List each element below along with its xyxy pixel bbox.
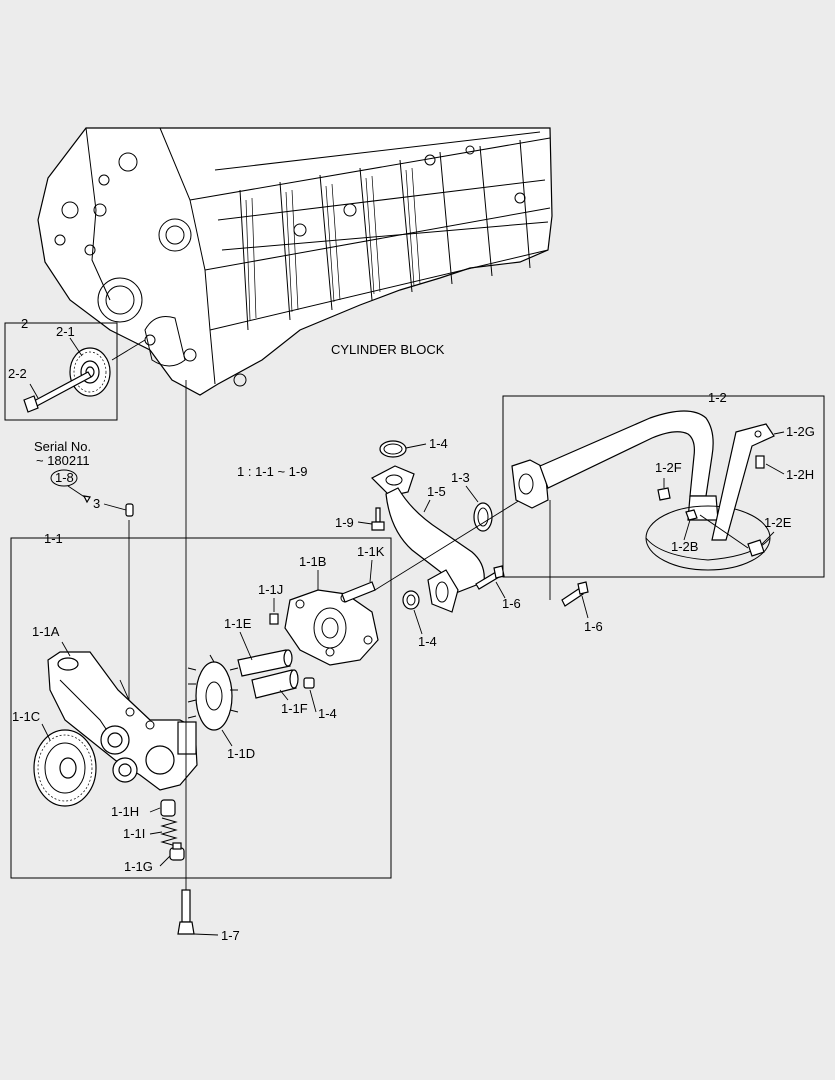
- callout-1-2B: 1-2B: [671, 539, 698, 554]
- bolt-1-7: [177, 889, 195, 935]
- o-ring-1-4-top: [379, 440, 407, 458]
- cylinder-block-drawing: CYLINDER BLOCK: [37, 127, 553, 396]
- callout-1-2: 1-2: [708, 390, 727, 405]
- plug-3: [125, 503, 134, 517]
- group-2-box: [4, 322, 118, 421]
- callout-1-1H: 1-1H: [111, 804, 139, 819]
- callout-3: 3: [93, 496, 100, 511]
- callout-1-2G: 1-2G: [786, 424, 815, 439]
- callout-1-1C: 1-1C: [12, 709, 40, 724]
- suction-pipe-1-5: [370, 465, 485, 613]
- pin-1-1J: [269, 613, 279, 625]
- serial-label: Serial No.: [34, 439, 91, 454]
- callout-1-1I: 1-1I: [123, 826, 145, 841]
- plug-1-1G: [169, 842, 185, 861]
- callout-1-9: 1-9: [335, 515, 354, 530]
- assembly-note: 1 : 1-1 ~ 1-9: [237, 464, 307, 479]
- callout-2-2: 2-2: [8, 366, 27, 381]
- callout-1-6-left: 1-6: [502, 596, 521, 611]
- rotor-1-1D: [187, 654, 239, 731]
- callout-1-5: 1-5: [427, 484, 446, 499]
- bolt-1-6-right: [561, 581, 589, 607]
- bolt-1-1K: [341, 581, 376, 603]
- clamp-1-2B: [685, 509, 698, 521]
- callout-1-1D: 1-1D: [227, 746, 255, 761]
- serial-ref-callout: 1-8: [55, 470, 74, 485]
- callout-1-6-right: 1-6: [584, 619, 603, 634]
- callout-1-4-dowel: 1-4: [318, 706, 337, 721]
- callout-1-1B: 1-1B: [299, 554, 326, 569]
- bolt-1-2E: [747, 539, 765, 557]
- nut-1-2F: [657, 487, 671, 501]
- group-1-2-box: [502, 395, 825, 578]
- bolt-1-2H: [755, 455, 765, 469]
- serial-ref-ring: [50, 469, 78, 487]
- serial-range: ~ 180211: [36, 453, 90, 468]
- callout-1-2H: 1-2H: [786, 467, 814, 482]
- callout-1-7: 1-7: [221, 928, 240, 943]
- bolt-1-9: [371, 507, 385, 531]
- arrow-to-3: [82, 495, 91, 504]
- cylinder-block-label: CYLINDER BLOCK: [331, 342, 445, 357]
- bracket-1-2G: [711, 423, 775, 541]
- callout-2: 2: [21, 316, 28, 331]
- callout-1-1: 1-1: [44, 531, 63, 546]
- callout-1-1E: 1-1E: [224, 616, 252, 631]
- spring-1-1I: [160, 817, 178, 847]
- shaft-1-1F: [251, 669, 299, 699]
- callout-1-2F: 1-2F: [655, 460, 682, 475]
- callout-1-3: 1-3: [451, 470, 470, 485]
- strainer-pipe: [511, 410, 719, 521]
- callout-1-1A: 1-1A: [32, 624, 60, 639]
- drive-gear-1-1C: [33, 729, 97, 807]
- callout-1-1G: 1-1G: [124, 859, 153, 874]
- dowel-1-4: [303, 677, 315, 689]
- idler-gear-2-1: [69, 347, 111, 397]
- cover-1-1B: [284, 589, 379, 666]
- callout-1-4-top: 1-4: [429, 436, 448, 451]
- pump-body-1-1A: [47, 651, 198, 791]
- callout-2-1: 2-1: [56, 324, 75, 339]
- callout-1-1J: 1-1J: [258, 582, 283, 597]
- callout-1-1F: 1-1F: [281, 701, 308, 716]
- group-1-1-box: [10, 537, 392, 879]
- callout-1-2E: 1-2E: [764, 515, 792, 530]
- plunger-1-1H: [160, 799, 176, 817]
- o-ring-1-4-mid: [402, 590, 420, 610]
- callout-1-1K: 1-1K: [357, 544, 385, 559]
- shaft-1-1E: [237, 649, 293, 677]
- callout-1-4-mid: 1-4: [418, 634, 437, 649]
- bolt-2-2: [23, 371, 92, 413]
- bolt-1-6-left: [475, 565, 505, 590]
